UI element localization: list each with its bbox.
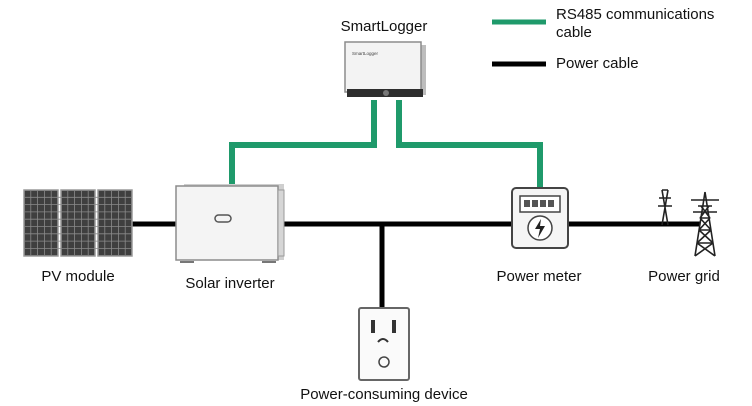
legend-power-label: Power cable [556, 55, 639, 72]
power-meter-label: Power meter [496, 268, 582, 285]
transmission-tower-icon [658, 189, 719, 257]
smartlogger-brand-text: SmartLogger [352, 51, 379, 56]
smartlogger-label: SmartLogger [340, 18, 428, 35]
inverter-icon [175, 184, 285, 263]
legend-rs485-label: RS485 communications cable [556, 6, 715, 41]
power-outlet-icon [358, 307, 410, 381]
power-grid-label: Power grid [648, 268, 720, 285]
solar-panel-icon [23, 189, 133, 257]
rs485-cable-meter [396, 100, 543, 190]
power-consuming-device-label: Power-consuming device [300, 386, 468, 403]
energy-meter-icon [511, 187, 569, 249]
rs485-cable-inverter [229, 100, 377, 186]
data-logger-icon: SmartLogger [344, 41, 426, 97]
solar-inverter-label: Solar inverter [185, 275, 275, 292]
pv-module-label: PV module [41, 268, 115, 285]
